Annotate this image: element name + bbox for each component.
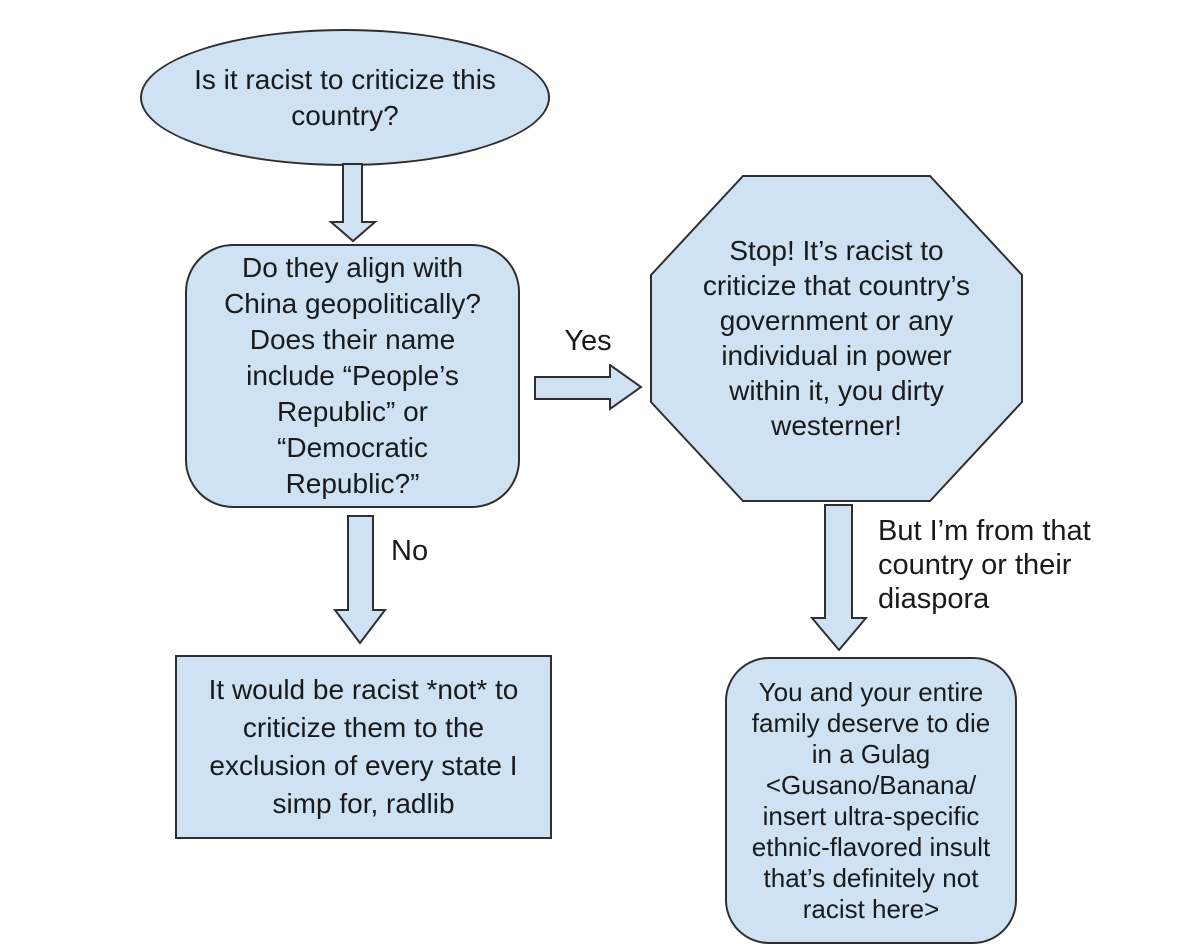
edge-label-diaspora: But I’m from that country or their diasp… bbox=[878, 515, 1091, 615]
edge-label-no: No bbox=[391, 535, 429, 567]
edge-label-yes: Yes bbox=[564, 325, 612, 357]
down-arrow-icon bbox=[328, 163, 378, 243]
gulag-box-text: You and your entire family deserve to di… bbox=[751, 676, 991, 924]
down-arrow-icon bbox=[810, 504, 868, 652]
radlib-box-text: It would be racist *not* to criticize th… bbox=[208, 674, 519, 819]
start-ellipse-node: Is it racist to criticize this country? bbox=[140, 29, 550, 166]
start-ellipse-text: Is it racist to criticize this country? bbox=[194, 63, 496, 131]
gulag-box-node: You and your entire family deserve to di… bbox=[725, 657, 1017, 944]
question-box-node: Do they align with China geopolitically?… bbox=[185, 244, 520, 508]
stop-octagon-node bbox=[650, 175, 1023, 502]
right-arrow-icon bbox=[534, 364, 643, 411]
down-arrow-icon bbox=[333, 515, 387, 645]
stop-octagon-text: Stop! It’s racist to criticize that coun… bbox=[702, 234, 971, 441]
question-box-text: Do they align with China geopolitically?… bbox=[224, 252, 481, 499]
radlib-box-node: It would be racist *not* to criticize th… bbox=[175, 655, 552, 839]
